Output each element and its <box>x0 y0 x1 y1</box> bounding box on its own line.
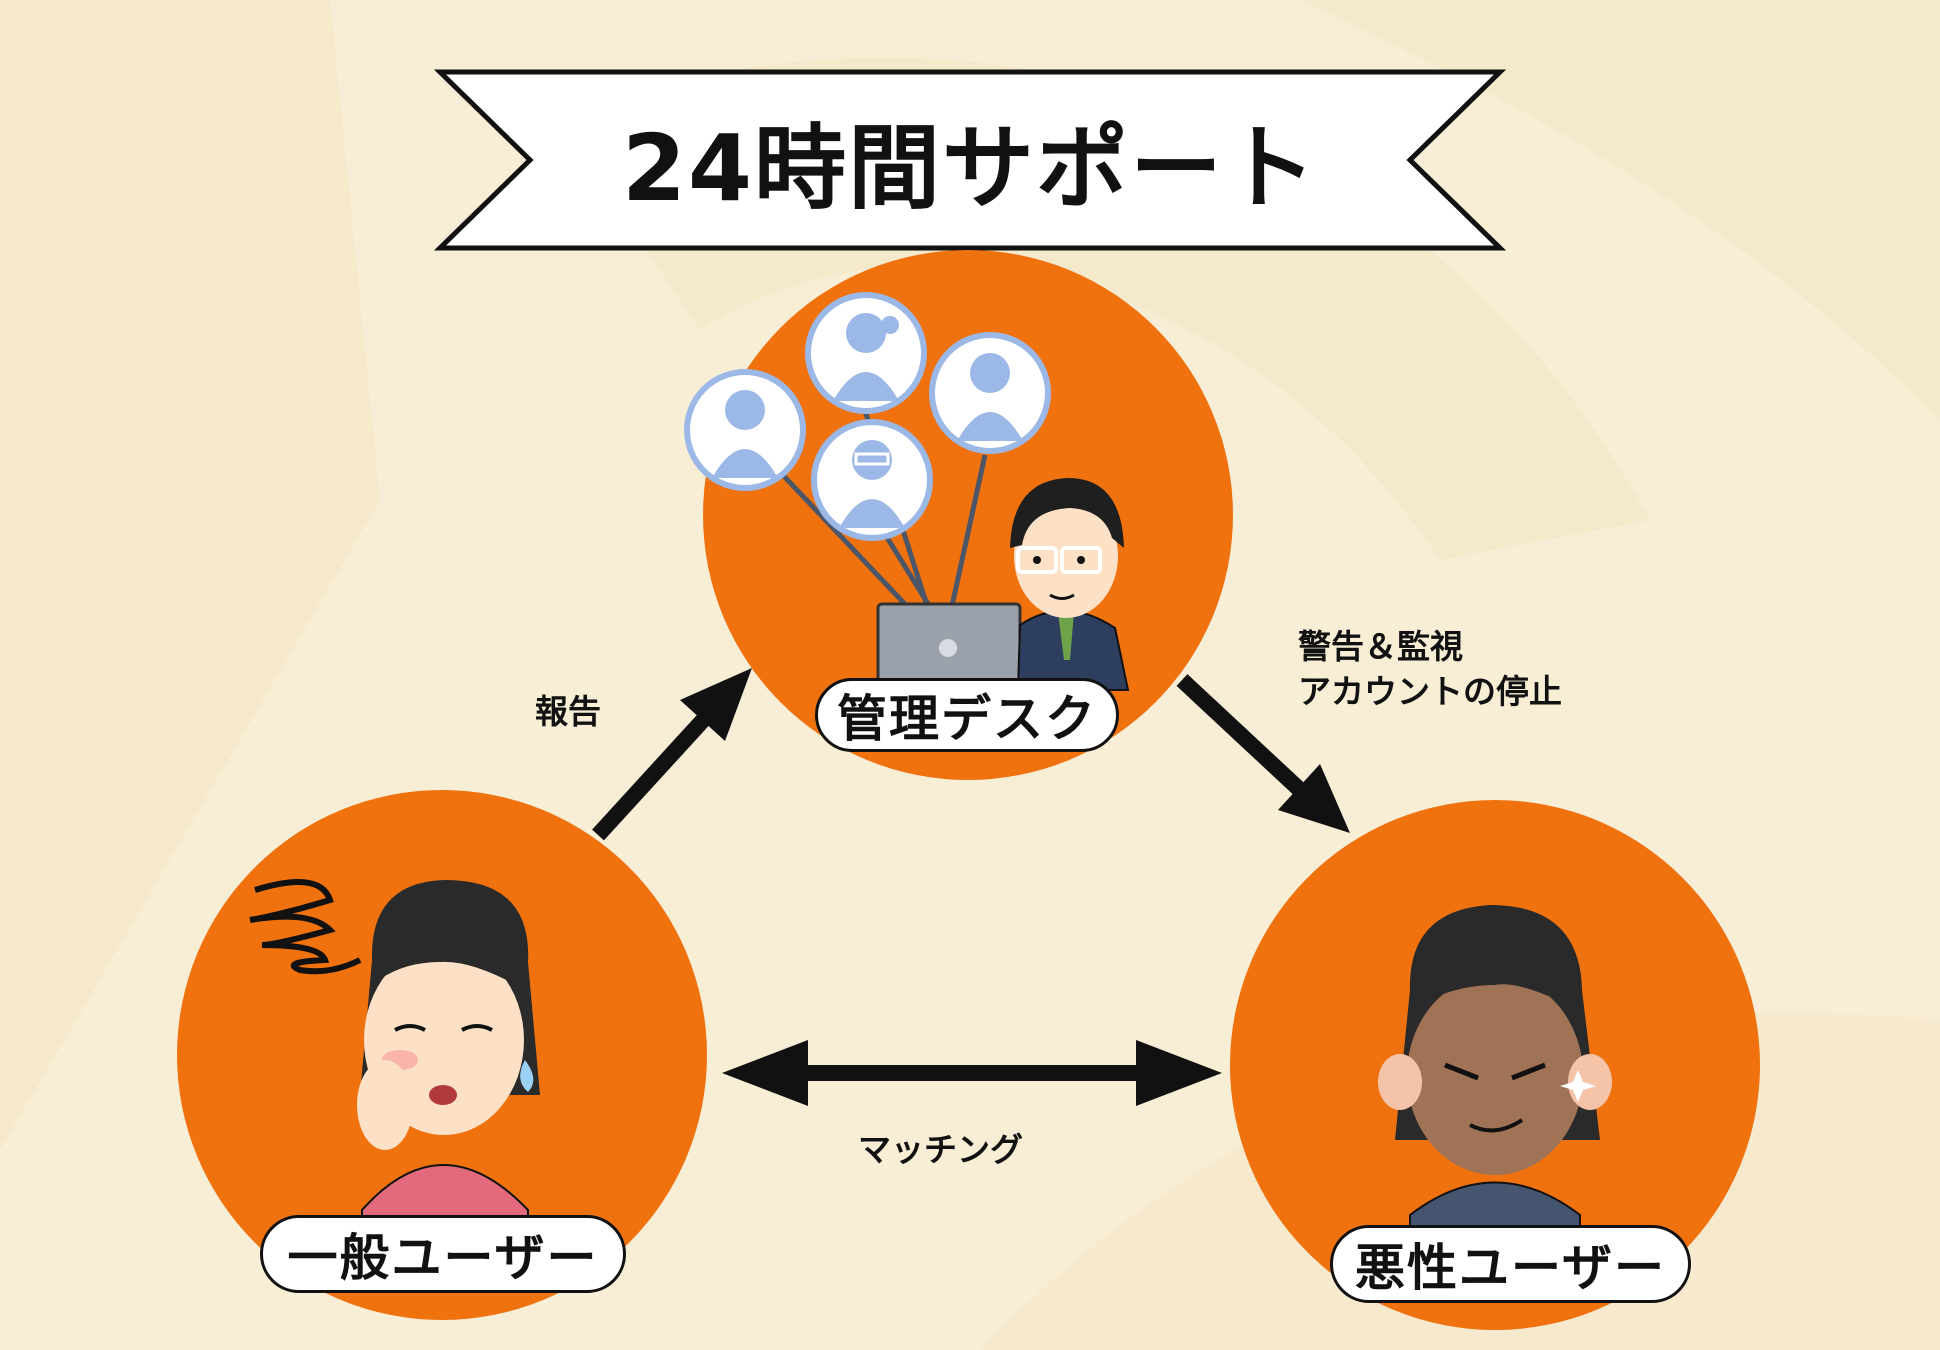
user-bubble-icon <box>814 422 930 538</box>
edge-label-report: 報告 <box>535 690 601 734</box>
malicious-user-node-label: 悪性ユーザー <box>1330 1225 1691 1303</box>
edge-label-matching: マッチング <box>858 1128 1023 1172</box>
arrow-report <box>598 668 752 835</box>
operator-person-icon <box>1010 478 1128 690</box>
admin-node-label: 管理デスク <box>815 678 1119 752</box>
user-bubble-icon <box>808 295 924 411</box>
user-bubble-icon <box>932 335 1048 451</box>
edge-label-warning-line1: 警告＆監視 <box>1298 625 1463 669</box>
user-bubble-icon <box>687 372 803 488</box>
general-user-node-label: 一般ユーザー <box>260 1215 626 1293</box>
arrow-matching <box>722 1040 1222 1106</box>
edge-label-warning-line2: アカウントの停止 <box>1298 670 1562 714</box>
page-title: 24時間サポート <box>440 100 1500 220</box>
